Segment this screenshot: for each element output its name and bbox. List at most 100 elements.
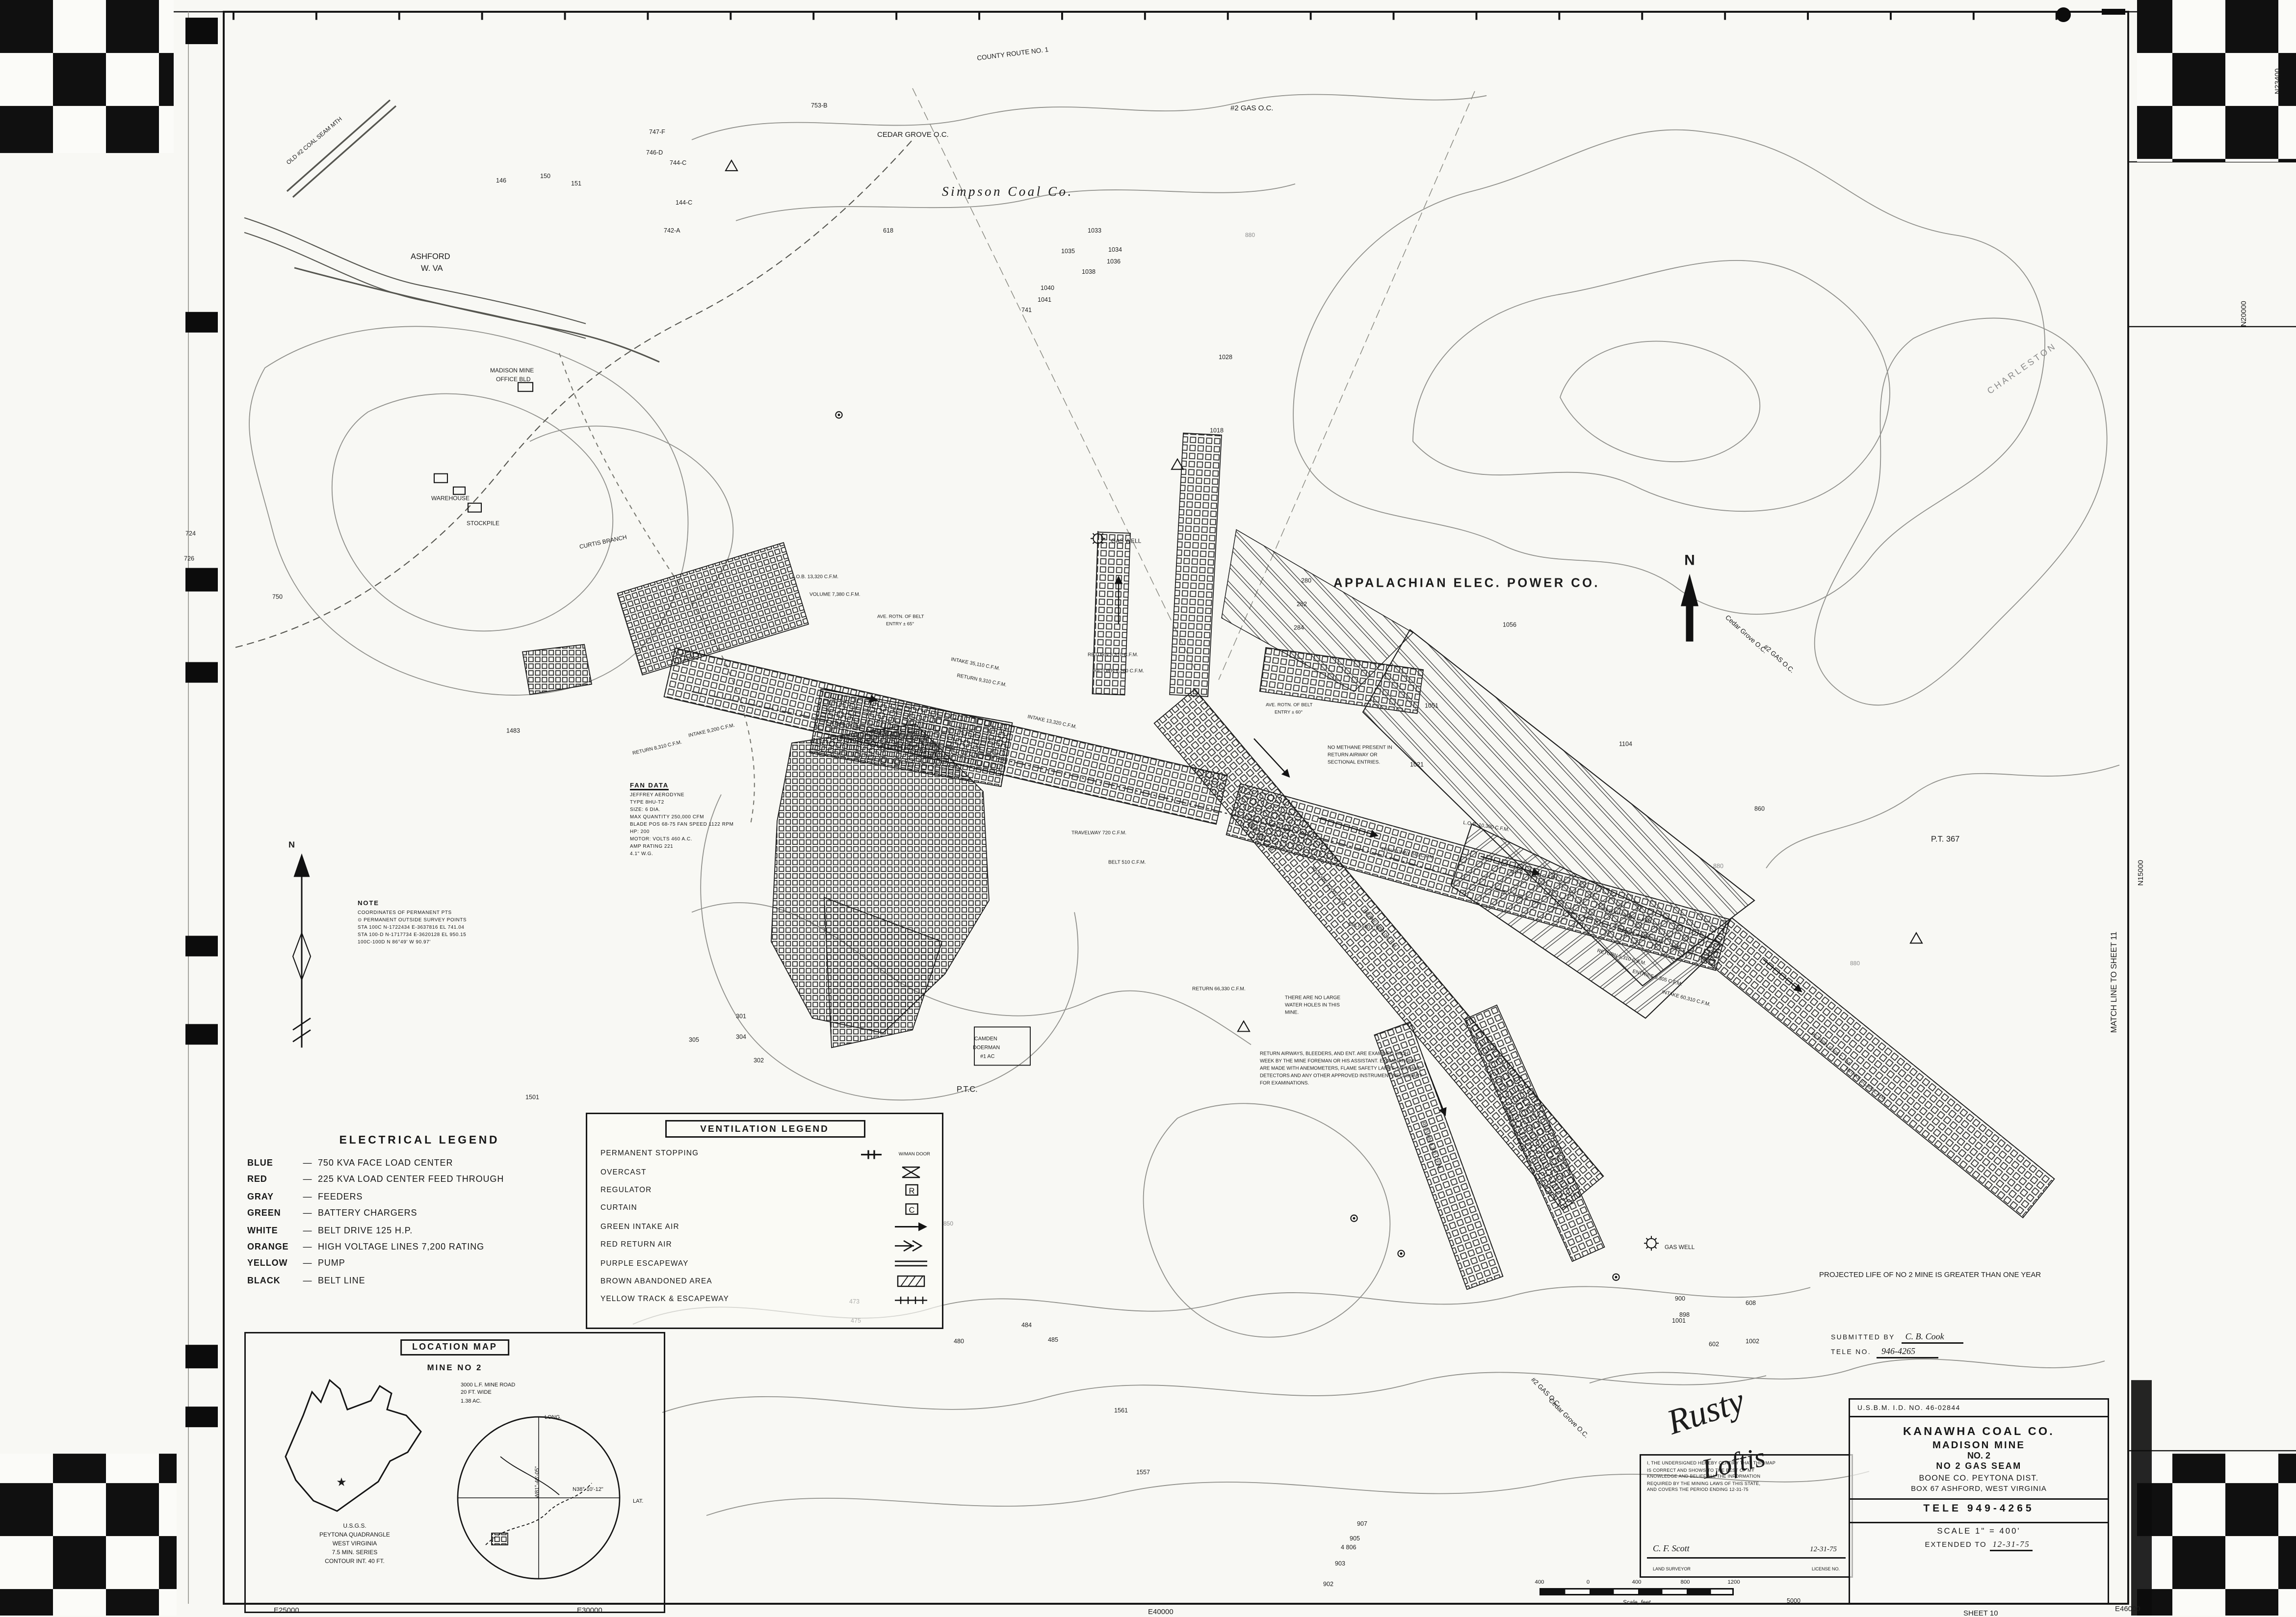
legend-item: BLACKBELT LINE xyxy=(247,1275,592,1291)
surveyor-signature: C. F. Scott xyxy=(1653,1545,1690,1554)
map-annotation: OFFICE BLD xyxy=(496,376,531,383)
legend-item: GREENBATTERY CHARGERS xyxy=(247,1207,592,1224)
map-annotation: 1034 xyxy=(1108,246,1122,253)
longitude-word: LONG. xyxy=(545,1414,562,1420)
certification-date: 12-31-75 xyxy=(1809,1547,1837,1554)
map-annotation: 284 xyxy=(1294,625,1304,631)
stopping-note: W/MAN DOOR xyxy=(898,1151,930,1157)
map-annotation: 860 xyxy=(1754,806,1765,812)
map-annotation: 1038 xyxy=(1082,268,1096,275)
map-annotation: N15000 xyxy=(2137,860,2145,886)
electrical-legend-title: ELECTRICAL LEGEND xyxy=(339,1133,500,1147)
legend-color: GRAY xyxy=(247,1193,274,1202)
longitude-label: W81°-46'-05" xyxy=(534,1466,540,1498)
map-annotation: ★ xyxy=(336,1476,347,1489)
scale-bar-graphic xyxy=(1539,1588,1734,1595)
ornamental-north-arrow xyxy=(292,853,312,1048)
submitted-by-name: C. B. Cook xyxy=(1901,1333,1963,1344)
registration-checker-topright xyxy=(2137,0,2296,162)
location-map-figures xyxy=(285,1379,621,1580)
north-arrow xyxy=(1681,574,1698,642)
map-annotation: CAMDEN xyxy=(974,1036,997,1042)
ventilation-legend-title: VENTILATION LEGEND xyxy=(664,1120,865,1138)
map-annotation: 485 xyxy=(1048,1336,1058,1343)
map-annotation: N23400 xyxy=(2273,68,2282,94)
registration-checker-bottomright xyxy=(2137,1454,2296,1616)
latitude-label: N38°-10'-12" xyxy=(573,1487,603,1492)
map-annotation: 744-C xyxy=(670,159,686,166)
fan-data-block: FAN DATA JEFFREY AERODYNE TYPE 8HU-T2 SI… xyxy=(630,782,734,856)
telephone: TELE 949-4265 xyxy=(1923,1503,2035,1514)
return-air-symbol xyxy=(892,1239,930,1252)
map-annotation: N xyxy=(1684,552,1695,569)
svg-text:R: R xyxy=(909,1187,915,1196)
map-annotation: 618 xyxy=(883,227,893,234)
legend-item: YELLOW TRACK & ESCAPEWAY xyxy=(587,1291,942,1309)
submitted-tele: 946-4265 xyxy=(1877,1348,1939,1358)
map-annotation: 903 xyxy=(1335,1560,1345,1567)
map-annotation: 741 xyxy=(1021,307,1032,313)
map-annotation: P.T.C. xyxy=(957,1085,978,1094)
map-annotation: 880 xyxy=(1713,862,1723,869)
location-map: LOCATION MAP MINE NO 2 3000 L.F. MINE RO… xyxy=(244,1332,665,1613)
legend-desc: BATTERY CHARGERS xyxy=(318,1210,417,1219)
legend-item: RED RETURN AIR xyxy=(587,1236,942,1254)
map-annotation: RETURN 66,330 C.F.M. xyxy=(1192,986,1246,991)
map-annotation: BELT 510 C.F.M. xyxy=(1108,860,1146,865)
curtain-symbol: C xyxy=(892,1202,930,1216)
legend-item: YELLOWPUMP xyxy=(247,1257,592,1274)
map-annotation: MATCH LINE TO SHEET 11 xyxy=(2110,932,2118,1033)
map-annotation: E46000 xyxy=(2115,1605,2140,1613)
map-annotation: NO METHANE PRESENT IN xyxy=(1328,745,1392,751)
map-annotation: ENTRY ± 65° xyxy=(886,622,914,627)
map-annotation: 608 xyxy=(1746,1300,1756,1306)
scale-bar-numbers: 400 0 400 800 1200 xyxy=(1535,1579,1740,1585)
map-annotation: WATER HOLES IN THIS xyxy=(1285,1002,1340,1008)
map-annotation: MINE. xyxy=(1285,1010,1299,1015)
usbm-id: U.S.B.M. I.D. NO. 46-02844 xyxy=(1850,1400,2108,1417)
usgs-note: U.S.G.S. PEYTONA QUADRANGLE WEST VIRGINI… xyxy=(319,1522,390,1565)
legend-item: GRAYFEEDERS xyxy=(247,1190,592,1207)
stopping-symbol: W/MAN DOOR xyxy=(858,1148,930,1161)
map-annotation: PROJECTED LIFE OF NO 2 MINE IS GREATER T… xyxy=(1819,1271,2041,1279)
legend-item: CURTAIN C xyxy=(587,1200,942,1218)
film-sprocket-marks xyxy=(185,7,2152,1616)
survey-triangle xyxy=(725,159,738,171)
map-annotation: 150 xyxy=(540,173,550,180)
legend-desc: BELT LINE xyxy=(318,1277,365,1286)
map-annotation: 305 xyxy=(689,1036,699,1043)
map-annotation: 1104 xyxy=(1619,741,1632,748)
escapeway-symbol xyxy=(892,1257,930,1270)
map-annotation: 282 xyxy=(1297,601,1307,608)
map-annotation: 905 xyxy=(1350,1535,1360,1542)
map-annotation: CEDAR GROVE O.C. xyxy=(877,130,949,139)
map-annotation: DOERMAN xyxy=(973,1044,1000,1050)
map-annotation: RETURN 9,200 C.F.M. xyxy=(1094,669,1144,674)
map-annotation: #1 AC xyxy=(980,1053,995,1059)
map-annotation: ASHFORD xyxy=(411,252,450,261)
map-annotation: 1035 xyxy=(1061,248,1075,255)
map-annotation: #2 GAS O.C. xyxy=(1230,104,1273,112)
map-annotation: THERE ARE NO LARGE xyxy=(1285,995,1340,1000)
map-annotation: 1002 xyxy=(1746,1338,1759,1345)
map-scale: SCALE 1" = 400' xyxy=(1937,1528,2021,1537)
map-annotation: GAS WELL xyxy=(1111,538,1142,545)
mine-workings xyxy=(522,432,2055,1290)
company-name: KANAWHA COAL CO. xyxy=(1903,1425,2055,1438)
camden-doerman-plot xyxy=(974,1026,1031,1066)
map-annotation: 1033 xyxy=(1088,227,1101,234)
map-annotation: RETURN AIRWAYS, BLEEDERS, AND ENT. ARE E… xyxy=(1260,1051,1409,1056)
map-annotation: 1018 xyxy=(1210,427,1224,434)
address: BOX 67 ASHFORD, WEST VIRGINIA xyxy=(1911,1485,2047,1494)
location-map-subtitle: MINE NO 2 xyxy=(427,1364,483,1373)
legend-color: WHITE xyxy=(247,1226,278,1236)
map-annotation: 4 806 xyxy=(1341,1544,1356,1551)
map-annotation: SECTIONAL ENTRIES. xyxy=(1328,760,1380,765)
district: BOONE CO. PEYTONA DIST. xyxy=(1919,1475,2039,1484)
extended-date: 12-31-75 xyxy=(1989,1541,2033,1551)
map-annotation: 146 xyxy=(496,177,506,184)
